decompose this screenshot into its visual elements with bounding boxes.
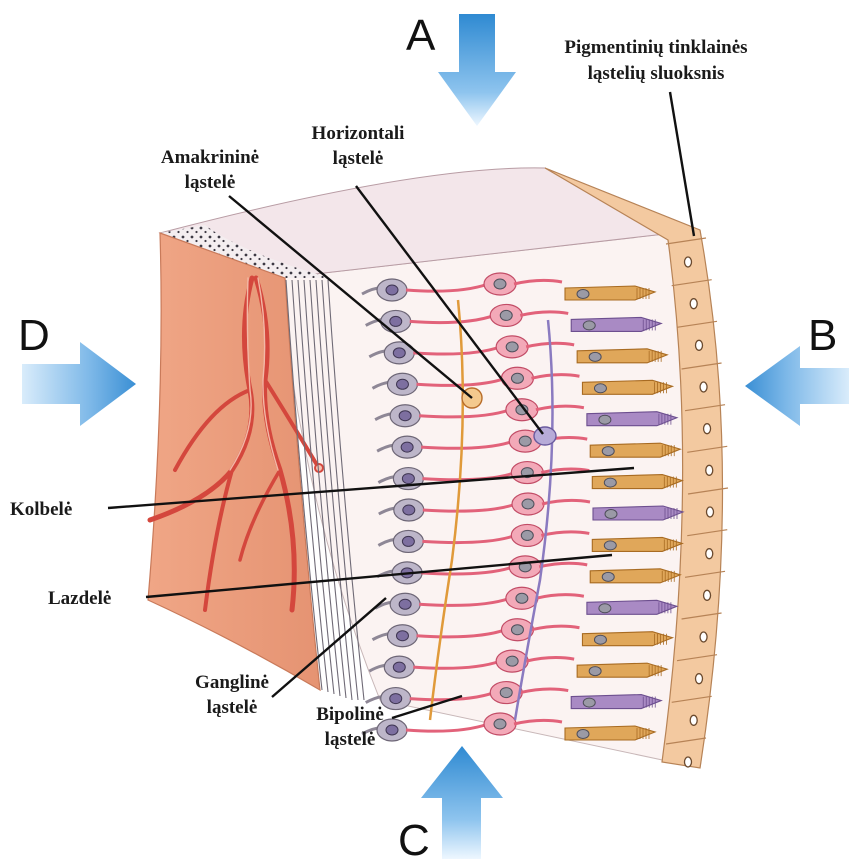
label-horizontal-cell-2: ląstelė [333,148,384,169]
label-amacrine-cell-1: Amakrininė [161,147,259,168]
label-rod: Lazdelė [48,588,111,609]
label-ganglion-cell-2: ląstelė [207,697,258,718]
arrow-a-label: A [406,11,436,60]
arrow-c-icon [421,746,503,859]
label-pigment-layer-1: Pigmentinių tinklainės [564,37,747,58]
arrow-a-icon [438,14,516,126]
arrow-d-label: D [18,311,50,360]
label-cone: Kolbelė [10,499,72,520]
label-horizontal-cell-1: Horizontali [312,123,405,144]
label-bipolar-cell-2: ląstelė [325,729,376,750]
arrow-c-label: C [398,816,430,859]
label-ganglion-cell-1: Ganglinė [195,672,269,693]
label-amacrine-cell-2: ląstelė [185,172,236,193]
arrow-b-label: B [808,311,837,360]
label-bipolar-cell-1: Bipolinė [316,704,384,725]
label-pigment-layer-2: ląstelių sluoksnis [588,63,725,84]
